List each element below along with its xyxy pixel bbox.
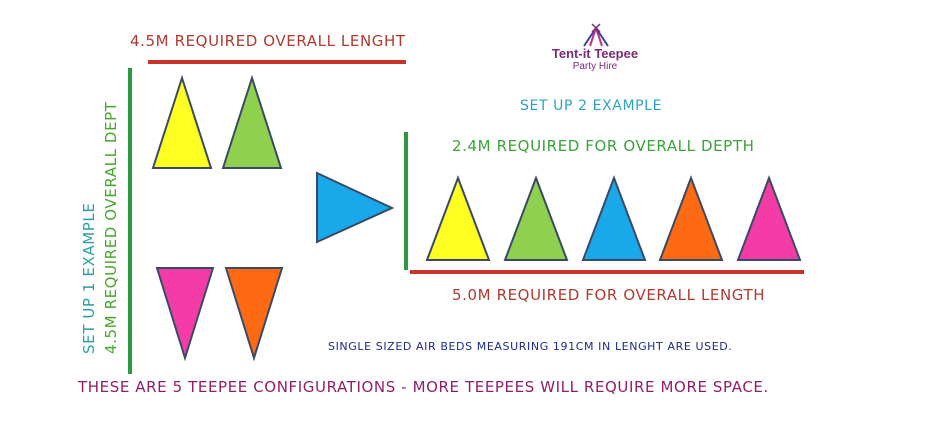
setup2-depth-label: 2.4M REQUIRED FOR OVERALL DEPTH bbox=[452, 137, 755, 155]
setup1-length-bar bbox=[148, 60, 406, 64]
setup1-teepee-green bbox=[221, 74, 283, 169]
footer-note: THESE ARE 5 TEEPEE CONFIGURATIONS - MORE… bbox=[78, 378, 769, 396]
setup2-teepee-yellow bbox=[425, 175, 491, 261]
setup1-teepee-yellow bbox=[151, 74, 213, 169]
setup1-side-labels: SET UP 1 EXAMPLE 4.5M REQUIRED OVERALL D… bbox=[78, 101, 358, 354]
brand-logo: Tent-it Teepee Party Hire bbox=[540, 24, 650, 72]
setup2-teepee-orange bbox=[658, 175, 724, 261]
setup2-teepee-green bbox=[503, 175, 569, 261]
setup1-title: SET UP 1 EXAMPLE bbox=[80, 202, 98, 354]
setup1-depth-bar bbox=[128, 68, 132, 374]
setup2-depth-bar bbox=[404, 132, 408, 270]
airbed-note: SINGLE SIZED AIR BEDS MEASURING 191CM IN… bbox=[328, 340, 733, 353]
logo-title: Tent-it Teepee bbox=[551, 46, 639, 61]
logo-subtitle: Party Hire bbox=[572, 61, 618, 72]
setup1-teepee-orange bbox=[224, 267, 284, 362]
teepee-logo-icon bbox=[583, 23, 609, 47]
setup1-depth-label: 4.5M REQUIRED OVERALL DEPT bbox=[102, 101, 120, 354]
setup2-length-bar bbox=[410, 270, 804, 274]
setup2-teepee-blue bbox=[581, 175, 647, 261]
setup1-length-label: 4.5M REQUIRED OVERALL LENGHT bbox=[130, 32, 406, 50]
setup1-teepee-pink bbox=[155, 267, 215, 362]
setup2-teepee-pink bbox=[736, 175, 802, 261]
setup2-title: SET UP 2 EXAMPLE bbox=[520, 98, 663, 114]
transition-arrow-icon bbox=[316, 171, 395, 244]
setup2-length-label: 5.0M REQUIRED FOR OVERALL LENGTH bbox=[452, 286, 766, 304]
